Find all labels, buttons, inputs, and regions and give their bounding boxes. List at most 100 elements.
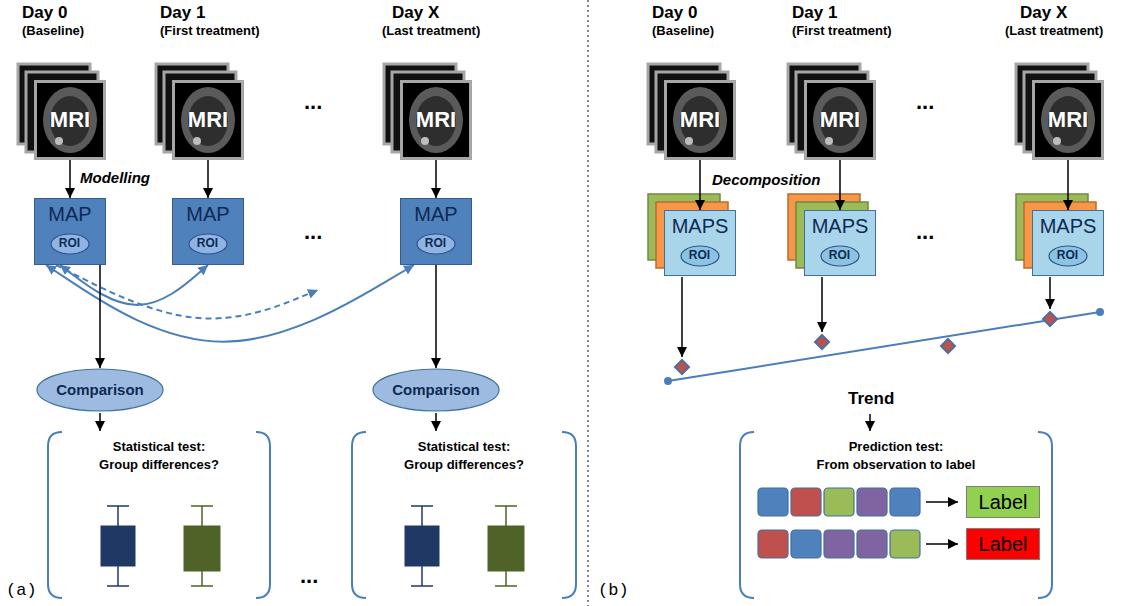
ellipsis: ... <box>916 90 934 114</box>
connector-arrow <box>1067 160 1069 210</box>
connector-arrow <box>60 265 208 305</box>
caption-text: (Last treatment) <box>1005 24 1103 38</box>
roi-ellipse: ROI <box>50 233 90 255</box>
node-text: ROI <box>689 249 710 263</box>
node-text: ROI <box>59 237 80 251</box>
connector-arrow <box>435 265 437 368</box>
arrow <box>926 543 958 545</box>
heading-text: Day 1 <box>792 4 837 23</box>
sequence-cell <box>824 530 854 558</box>
node-text: ROI <box>1057 249 1078 263</box>
mri-image: MRI <box>804 80 876 160</box>
node-text: Comparison <box>56 381 144 398</box>
node-text: ROI <box>197 237 218 251</box>
connector-arrow <box>839 160 841 210</box>
roi-ellipse: ROI <box>680 245 720 267</box>
comparison-ellipse: Comparison <box>36 368 164 412</box>
connector-arrow <box>46 265 414 342</box>
sequence-cell <box>758 488 788 516</box>
comparison-ellipse: Comparison <box>372 368 500 412</box>
caption-text: (Baseline) <box>652 24 714 38</box>
node-text: MAP <box>48 203 91 226</box>
node-text: ROI <box>425 237 446 251</box>
box-plot <box>184 506 220 586</box>
data-point-diamond <box>941 339 955 353</box>
caption-text: Statistical test: <box>418 440 510 454</box>
caption-text: (First treatment) <box>792 24 892 38</box>
node-text: MRI <box>1048 107 1088 132</box>
roi-ellipse: ROI <box>416 233 456 255</box>
mri-image: MRI <box>172 80 244 160</box>
heading-text: Trend <box>848 390 894 409</box>
connector-arrow <box>435 160 437 198</box>
caption-text: Statistical test: <box>113 440 205 454</box>
data-point-diamond <box>675 360 689 374</box>
arrow <box>869 414 871 431</box>
mri-image: MRI <box>400 80 472 160</box>
node-text: MRI <box>188 107 228 132</box>
arrow <box>821 277 823 332</box>
caption-text: From observation to label <box>817 458 976 472</box>
node-text: MRI <box>820 107 860 132</box>
caption-text: (Baseline) <box>22 24 84 38</box>
heading-text: Day X <box>1020 4 1067 23</box>
mri-image: MRI <box>664 80 736 160</box>
bracket <box>740 432 754 598</box>
ellipsis: ... <box>304 220 322 244</box>
sequence-cell <box>791 530 821 558</box>
data-point-diamond <box>1043 312 1057 326</box>
maps-box: MAPSROI <box>1032 210 1104 276</box>
panel-letter: (b) <box>598 582 629 601</box>
bracket <box>48 432 62 598</box>
map-box: MAP ROI <box>34 198 106 265</box>
node-text: MRI <box>416 107 456 132</box>
ellipsis: ... <box>304 90 322 114</box>
panel-separator <box>587 0 588 606</box>
roi-ellipse: ROI <box>1048 245 1088 267</box>
arrow <box>681 277 683 357</box>
connector-arrow <box>69 160 71 198</box>
caption-text: (First treatment) <box>160 24 260 38</box>
sequence-cell <box>824 488 854 516</box>
sequence-cell <box>758 530 788 558</box>
step-label: Decomposition <box>712 172 820 189</box>
dashed-arrow <box>56 265 318 319</box>
node-text: Label <box>979 533 1028 556</box>
node-text: MAPS <box>812 215 869 238</box>
node-text: Label <box>979 491 1028 514</box>
box-plot <box>101 506 135 586</box>
label-box: Label <box>966 486 1040 518</box>
node-text: MAP <box>414 203 457 226</box>
heading-text: Day 0 <box>22 4 67 23</box>
arrow <box>99 413 101 431</box>
panel-letter: (a) <box>6 582 37 601</box>
node-text: MAP <box>186 203 229 226</box>
heading-text: Day 1 <box>160 4 205 23</box>
mri-image: MRI <box>34 80 106 160</box>
roi-ellipse: ROI <box>188 233 228 255</box>
node-text: MRI <box>680 107 720 132</box>
data-point-diamond <box>815 335 829 349</box>
bracket <box>562 432 576 598</box>
trend-line <box>668 312 1100 381</box>
caption-text: (Last treatment) <box>382 24 480 38</box>
ellipsis: ... <box>300 564 318 588</box>
node-text: ROI <box>829 249 850 263</box>
map-box: MAP ROI <box>172 198 244 265</box>
caption-text: Group differences? <box>99 458 219 472</box>
box-plot <box>488 506 524 586</box>
sequence-cell <box>791 488 821 516</box>
bracket <box>256 432 270 598</box>
maps-box: MAPSROI <box>664 210 736 276</box>
node-text: MRI <box>50 107 90 132</box>
sequence-cell <box>857 488 887 516</box>
bracket <box>1038 432 1052 598</box>
caption-text: Prediction test: <box>849 440 944 454</box>
arrow <box>926 501 958 503</box>
step-label: Modelling <box>80 170 150 187</box>
sequence-cell <box>857 530 887 558</box>
caption-text: Group differences? <box>404 458 524 472</box>
